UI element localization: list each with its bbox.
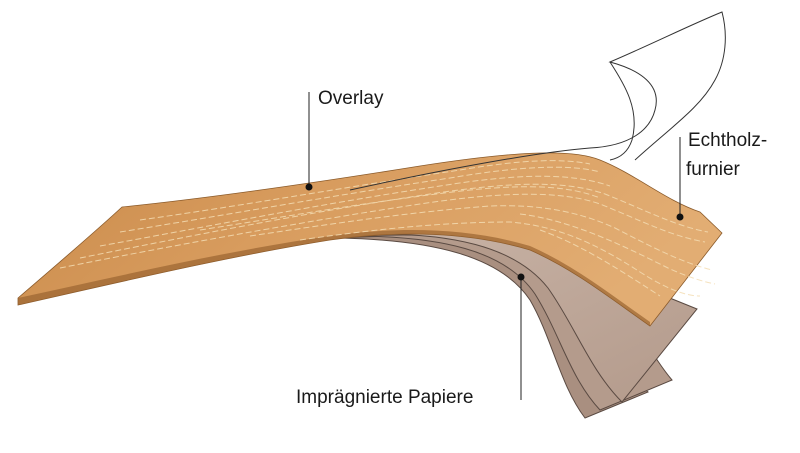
veneer-label-line2: furnier xyxy=(686,159,740,180)
veneer-layer xyxy=(17,152,723,327)
leader-veneer xyxy=(676,137,684,221)
impregnated-paper-label: Imprägnierte Papiere xyxy=(296,387,474,408)
veneer-label-line1: Echtholz- xyxy=(688,130,768,151)
leader-paper xyxy=(517,273,525,400)
overlay-sheet-curl xyxy=(609,61,635,161)
veneer-shape xyxy=(17,152,723,327)
overlay-label: Overlay xyxy=(318,88,384,109)
leader-overlay xyxy=(305,92,313,191)
overlay-sheet-outline xyxy=(349,11,726,191)
wood-grain xyxy=(59,160,716,297)
